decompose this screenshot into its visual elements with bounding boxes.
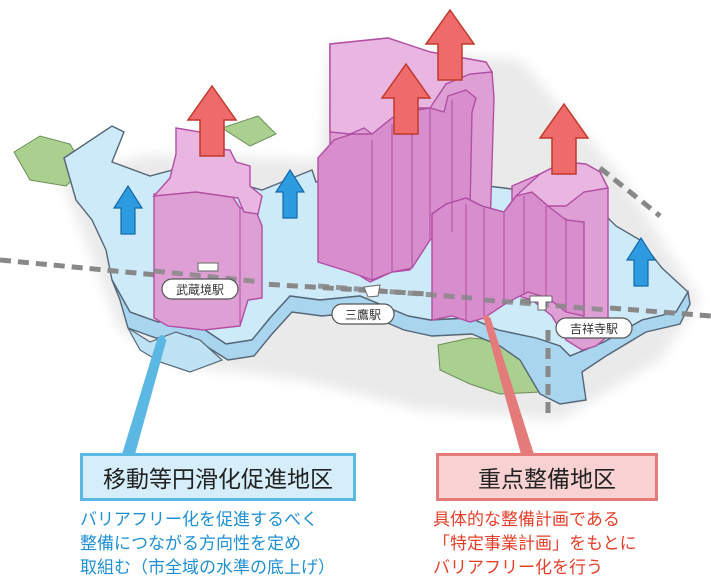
- promotion-area-legend: 移動等円滑化促進地区: [80, 453, 356, 501]
- description-line: 整備につながる方向性を定め: [80, 534, 301, 554]
- callout-blue: [121, 335, 167, 457]
- station-mark-kichijoji: [529, 295, 553, 311]
- station-label-kichijoji: 吉祥寺駅: [555, 317, 633, 339]
- station-mark-mitaka: [363, 284, 381, 298]
- red-arrows: [186, 8, 590, 175]
- up-arrow-icon: [186, 84, 238, 157]
- block-kichijoji-top: [431, 161, 610, 215]
- up-arrow-icon: [538, 102, 590, 175]
- blue-arrows: [112, 168, 657, 287]
- green-areas: [13, 115, 553, 395]
- promotion-area-title: 移動等円滑化促進地区: [103, 467, 333, 493]
- up-arrow-icon: [424, 8, 476, 81]
- station-label-mitaka: 三鷹駅: [331, 303, 395, 325]
- promotion-area-description: バリアフリー化を促進するべく 整備につながる方向性を定め 取組む（市全域の水準の…: [80, 508, 335, 580]
- block-facade-lines: [239, 100, 567, 326]
- description-line: バリアフリー化を促進するべく: [80, 510, 318, 530]
- priority-area-description: 具体的な整備計画である 「特定事業計画」をもとに バリアフリー化を行う: [433, 508, 637, 580]
- railway-branch-north: [598, 166, 662, 218]
- up-arrow-icon: [274, 168, 306, 219]
- svg-text:三鷹駅: 三鷹駅: [345, 307, 381, 322]
- svg-text:吉祥寺駅: 吉祥寺駅: [570, 322, 618, 336]
- description-line: 「特定事業計画」をもとに: [433, 534, 637, 554]
- description-line: 具体的な整備計画である: [433, 510, 620, 530]
- up-arrow-icon: [112, 184, 144, 235]
- svg-text:武蔵境駅: 武蔵境駅: [176, 282, 224, 297]
- green-area-north: [220, 115, 277, 147]
- priority-area-title: 重点整備地区: [478, 467, 616, 493]
- description-line: 取組む（市全域の水準の底上げ）: [80, 558, 335, 578]
- up-arrow-icon: [625, 236, 657, 287]
- up-arrow-icon: [380, 62, 432, 135]
- priority-area-legend: 重点整備地区: [436, 453, 658, 501]
- description-line: バリアフリー化を行う: [433, 558, 603, 578]
- station-mark-musashisakai: [197, 262, 219, 272]
- station-label-musashisakai: 武蔵境駅: [161, 278, 239, 300]
